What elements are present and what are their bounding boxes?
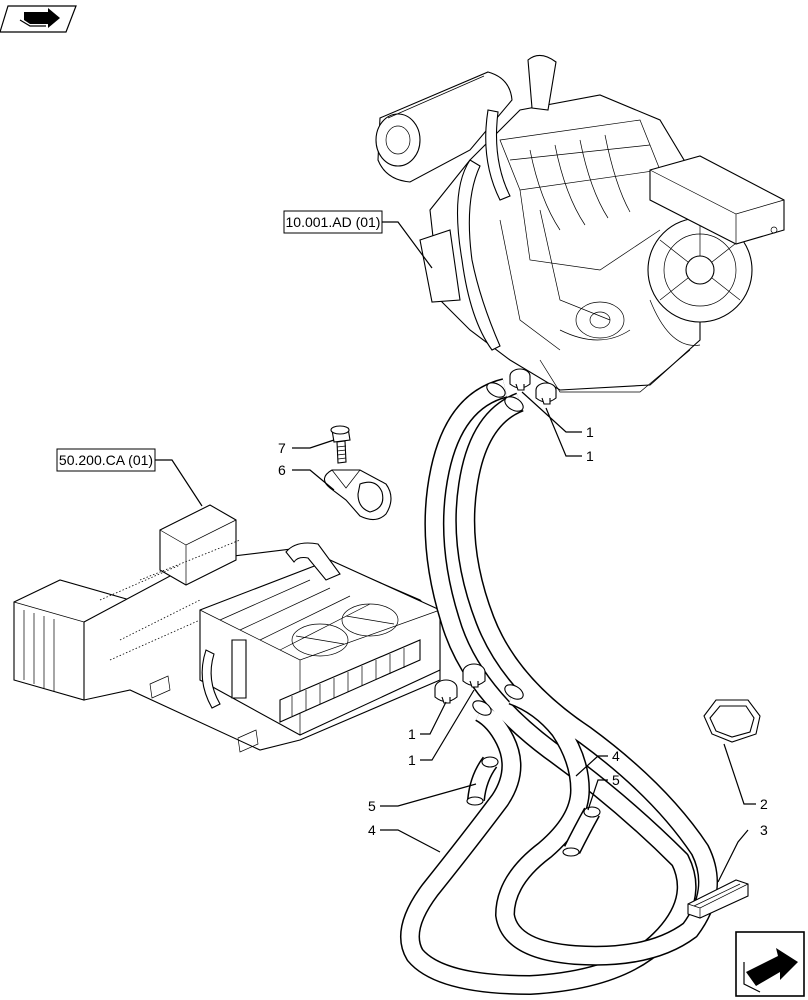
hose-clamp-top-1 — [509, 368, 531, 391]
grommet-ring — [703, 699, 761, 743]
hvac-unit — [13, 504, 441, 753]
engine-reference-label[interactable]: 10.001.AD (01) — [283, 210, 383, 234]
hose-short-right — [562, 806, 601, 857]
callout-7: 7 — [278, 440, 286, 456]
callout-6: 6 — [278, 462, 286, 478]
book-arrow-icon[interactable] — [0, 5, 77, 33]
callout-1c: 1 — [408, 726, 416, 742]
callout-leaders — [292, 391, 756, 883]
callout-1a: 1 — [586, 424, 594, 440]
next-page-arrow-icon[interactable] — [735, 931, 805, 997]
hvac-reference-label[interactable]: 50.200.CA (01) — [56, 448, 156, 472]
callout-5a: 5 — [612, 772, 620, 788]
edge-channel — [687, 879, 749, 919]
hose-short-left — [466, 756, 499, 806]
engine-reference-text: 10.001.AD (01) — [286, 214, 381, 230]
hose-clamp-bottom-1 — [434, 679, 458, 704]
callout-1d: 1 — [408, 752, 416, 768]
callout-1b: 1 — [586, 448, 594, 464]
hose-long-inner — [455, 392, 718, 966]
hvac-reference-text: 50.200.CA (01) — [59, 452, 153, 468]
callout-numbers: 1 1 1 1 2 3 4 4 5 5 6 7 — [278, 424, 768, 838]
hose-bracket — [323, 469, 392, 521]
hose-clamp-top-2 — [535, 382, 557, 405]
engine-assembly — [375, 54, 785, 393]
callout-4b: 4 — [368, 822, 376, 838]
callout-3: 3 — [760, 822, 768, 838]
callout-2: 2 — [760, 796, 768, 812]
callout-5b: 5 — [368, 798, 376, 814]
hose-clamp-bottom-2 — [462, 663, 486, 688]
screw — [330, 425, 351, 464]
callout-4a: 4 — [612, 748, 620, 764]
